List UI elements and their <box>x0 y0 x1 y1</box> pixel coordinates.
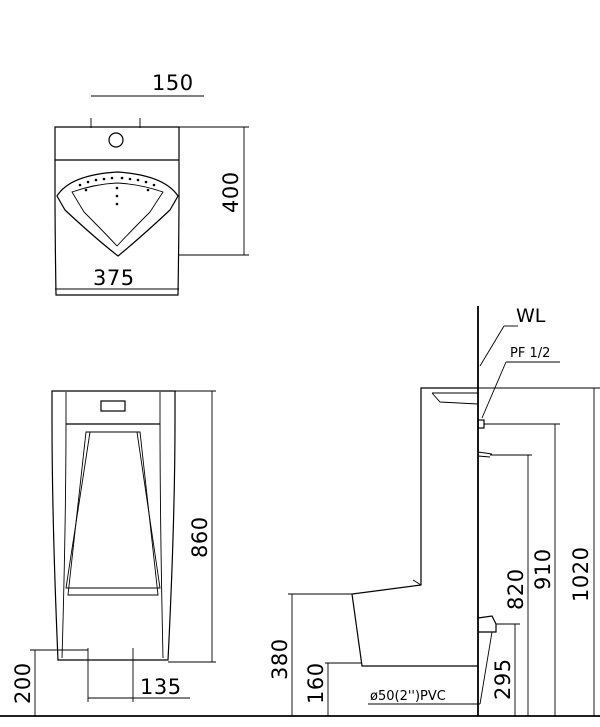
dim-295-label: 295 <box>491 658 515 700</box>
dim-820-label: 820 <box>504 568 528 610</box>
rinse-holes <box>78 176 156 206</box>
dim-380-label: 380 <box>268 638 292 680</box>
side-top-rim <box>431 392 479 405</box>
dim-200-label: 200 <box>11 662 35 704</box>
front-right-panel <box>159 392 164 659</box>
supply-label: PF 1/2 <box>510 346 550 361</box>
side-view-outline <box>351 387 478 667</box>
front-view-outline <box>51 390 176 661</box>
front-view: 860 200 135 <box>0 390 600 717</box>
water-line-label: WL <box>516 305 546 327</box>
side-front-edge <box>412 579 422 586</box>
dim-160-label: 160 <box>304 662 328 704</box>
dim-135-label: 135 <box>140 675 182 699</box>
front-bowl-inner <box>65 431 161 589</box>
dim-1020-label: 1020 <box>569 547 593 602</box>
drain-label: ø50(2'')PVC <box>370 689 446 704</box>
top-view: 150 400 375 <box>54 71 249 296</box>
front-bowl-outer <box>67 431 159 596</box>
side-view: WL PF 1/2 1020 910 820 295 380 160 ø50(2… <box>268 305 600 716</box>
top-view-bowl <box>56 171 179 257</box>
faucet-hole <box>108 132 124 148</box>
flush-sensor <box>100 400 126 412</box>
side-sensor-marks <box>477 451 493 458</box>
dim-400-label: 400 <box>219 171 243 213</box>
wl-leader <box>479 325 505 367</box>
top-view-outline <box>54 126 180 296</box>
pf-leader <box>481 361 507 419</box>
dim-150-label: 150 <box>152 71 194 95</box>
dim-860-label: 860 <box>188 516 212 558</box>
drain-outlet <box>477 615 497 633</box>
dim-910-label: 910 <box>531 548 555 590</box>
front-left-panel <box>61 392 67 659</box>
dim-375-label: 375 <box>93 266 135 290</box>
drain-leader <box>479 631 493 705</box>
top-view-bowl-inner <box>71 182 164 247</box>
